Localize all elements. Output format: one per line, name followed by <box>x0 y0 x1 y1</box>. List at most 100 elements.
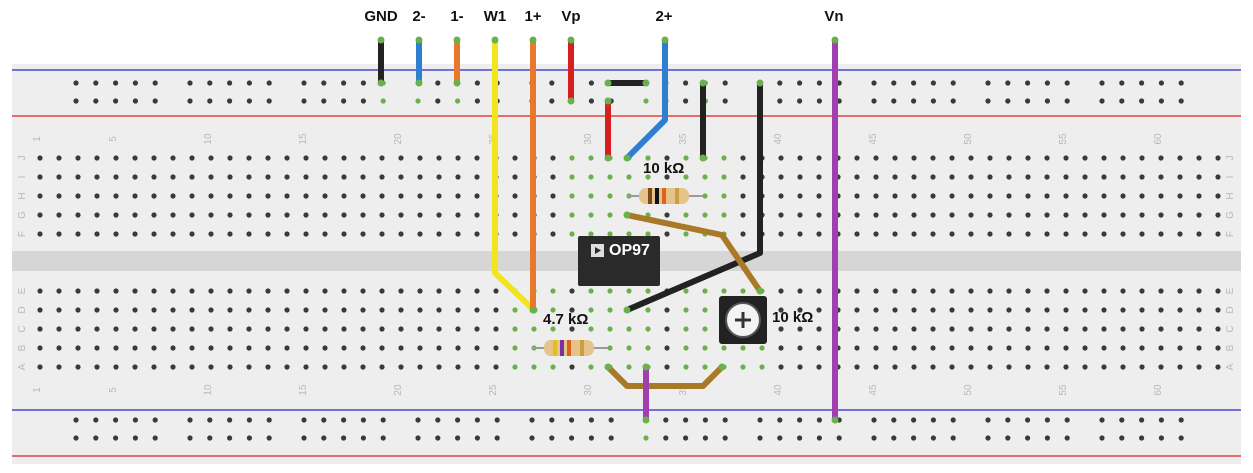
hole <box>1101 326 1107 332</box>
hole <box>37 212 43 218</box>
hole <box>113 307 119 313</box>
hole <box>816 345 822 351</box>
row-letter: C <box>1225 325 1236 332</box>
hole <box>417 364 423 370</box>
rail-hole <box>113 417 119 423</box>
hole <box>246 212 252 218</box>
hole <box>892 364 898 370</box>
hole <box>455 155 461 161</box>
hole <box>265 212 271 218</box>
rail-hole <box>777 435 783 441</box>
rail-hole <box>816 98 823 104</box>
hole <box>284 231 290 237</box>
row-letter: G <box>1225 211 1236 219</box>
hole <box>1101 193 1107 199</box>
hole <box>1158 288 1164 294</box>
hole <box>246 288 252 294</box>
rail-hole <box>797 417 803 423</box>
wire-end <box>415 79 423 87</box>
column-number: 55 <box>1058 133 1069 145</box>
hole <box>645 231 651 237</box>
hole <box>398 307 404 313</box>
hole <box>1120 288 1126 294</box>
hole <box>1177 307 1183 313</box>
hole <box>1006 193 1012 199</box>
hole <box>436 345 442 351</box>
wire-end <box>453 36 461 44</box>
column-number: 20 <box>393 384 404 396</box>
hole <box>987 345 993 351</box>
rail-hole <box>341 417 347 423</box>
column-number: 5 <box>108 136 119 142</box>
rail-hole <box>321 98 327 104</box>
hole <box>1177 212 1183 218</box>
hole <box>265 231 271 237</box>
hole <box>265 174 271 180</box>
hole <box>873 364 879 370</box>
hole <box>569 364 575 370</box>
hole <box>892 326 898 332</box>
hole <box>265 364 271 370</box>
hole <box>1063 326 1069 332</box>
column-number: 30 <box>583 384 594 396</box>
hole <box>94 307 100 313</box>
hole <box>873 307 879 313</box>
hole <box>626 288 632 294</box>
rail-hole <box>588 435 595 441</box>
hole <box>227 193 233 199</box>
hole <box>740 231 746 237</box>
rail-hole <box>1025 417 1031 423</box>
hole <box>1196 212 1202 218</box>
hole <box>1158 345 1164 351</box>
column-number: 1 <box>32 136 43 142</box>
hole <box>170 288 176 294</box>
hole <box>170 155 176 161</box>
hole <box>892 174 898 180</box>
wire-end <box>604 363 612 371</box>
hole <box>303 231 309 237</box>
rail-hole <box>227 80 233 86</box>
hole <box>303 212 309 218</box>
hole <box>75 326 81 332</box>
hole <box>208 364 214 370</box>
wire-end <box>453 79 461 87</box>
rail-hole <box>1139 435 1145 441</box>
hole <box>797 345 803 351</box>
hole <box>75 193 81 199</box>
row-letter: C <box>17 325 28 332</box>
hole <box>1177 345 1183 351</box>
column-number: 55 <box>1058 384 1069 396</box>
hole <box>284 155 290 161</box>
hole <box>56 174 62 180</box>
column-number: 35 <box>678 384 689 396</box>
hole <box>1139 345 1145 351</box>
hole <box>569 212 575 218</box>
hole <box>379 212 385 218</box>
hole <box>892 193 898 199</box>
rail-hole <box>73 417 79 423</box>
hole <box>512 326 518 332</box>
rail-hole <box>1178 435 1184 441</box>
hole <box>797 307 803 313</box>
rail-hole <box>911 435 917 441</box>
rail-hole <box>93 80 99 86</box>
hole <box>322 364 328 370</box>
hole <box>873 326 879 332</box>
hole <box>208 231 214 237</box>
rail-hole <box>588 98 595 104</box>
hole <box>740 288 746 294</box>
rail-hole <box>1178 417 1184 423</box>
hole <box>37 364 43 370</box>
resistor-band <box>580 340 584 356</box>
wire-end <box>623 211 631 219</box>
hole <box>607 193 613 199</box>
hole <box>1120 174 1126 180</box>
hole <box>1101 174 1107 180</box>
hole <box>170 212 176 218</box>
rail-hole <box>1119 417 1125 423</box>
rail-hole <box>683 98 689 104</box>
hole <box>1177 326 1183 332</box>
rail-hole <box>722 417 728 423</box>
rail-hole <box>930 80 937 86</box>
column-number: 45 <box>868 384 879 396</box>
